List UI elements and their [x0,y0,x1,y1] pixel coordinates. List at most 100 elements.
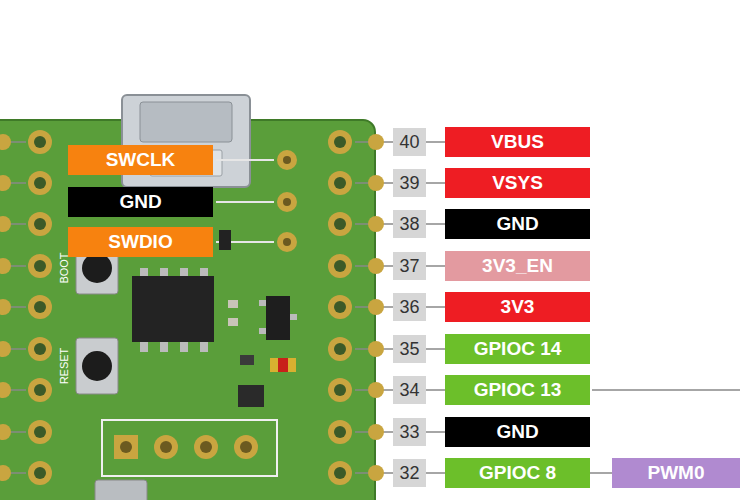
pin-number: 36 [393,293,426,321]
pin-number: 38 [393,210,426,238]
node-text: VSYS [492,172,543,194]
castellation [368,216,384,232]
node-text: GND [119,191,161,213]
pin-connector [590,472,612,474]
silkscreen-label: BOOT [58,252,70,283]
castellation [368,424,384,440]
node-text: GND [496,421,538,443]
castellation [0,299,11,315]
pin-pad [328,337,352,361]
pin-hole [334,343,346,355]
debug-pad [277,232,297,252]
node-text: 39 [399,173,419,194]
pin-pad [28,295,52,319]
castellation [0,341,11,357]
header-pad [154,435,178,459]
boot-button-cap [82,253,112,283]
regulator [266,296,290,340]
pin-name: 3V3_EN [445,251,590,281]
node-text: 40 [399,132,419,153]
pin-pad [328,212,352,236]
castellation [0,134,11,150]
pin-pad [328,378,352,402]
pin-name: GPIOC 13 [445,375,590,405]
node-text: SWCLK [106,149,176,171]
header-outline [102,420,277,476]
pin-name: 3V3 [445,292,590,322]
debug-pad-hole [283,156,291,164]
pin-connector [426,306,445,308]
pin-name: VSYS [445,168,590,198]
pin-hole [34,301,46,313]
pin-hole [34,467,46,479]
debug-label: SWCLK [68,145,213,175]
pin-pad [28,212,52,236]
crystal [95,480,147,500]
pin-name: VBUS [445,127,590,157]
node-text: 37 [399,256,419,277]
pin-pad [28,420,52,444]
node-text: GPIOC 14 [474,338,562,360]
castellation [0,382,11,398]
reset-button [76,338,118,394]
node-text: GPIOC 13 [474,379,562,401]
pin-pad [28,254,52,278]
pin-pad [328,420,352,444]
reset-button-cap [82,351,112,381]
castellation [0,465,11,481]
pin-hole [334,301,346,313]
pin-number: 33 [393,418,426,446]
pin-pad [28,130,52,154]
pin-number: 40 [393,128,426,156]
flash-chip [132,268,214,352]
pin-number: 37 [393,252,426,280]
pin-connector [426,141,445,143]
header-pad [114,435,138,459]
castellation [368,175,384,191]
debug-label: GND [68,187,213,217]
smd-part [219,230,231,250]
pin-hole [34,218,46,230]
pin-pad [28,337,52,361]
debug-pad-hole [283,198,291,206]
function-label: PWM0 [612,458,740,488]
castellation [0,216,11,232]
pin-number: 35 [393,335,426,363]
pin-name: GPIOC 8 [445,458,590,488]
pin-hole [34,384,46,396]
pin-connector [426,182,445,184]
pin-pad [28,378,52,402]
header-pad [234,435,258,459]
pin-pad [328,130,352,154]
pin-pad [328,295,352,319]
pin-hole [334,467,346,479]
debug-label: SWDIO [68,227,213,257]
pin-number: 32 [393,459,426,487]
pin-name: GND [445,209,590,239]
pin-number: 39 [393,169,426,197]
led [270,358,296,372]
edge-pads [0,130,393,485]
pin-hole [34,426,46,438]
castellation [368,382,384,398]
pin-pad [328,171,352,195]
node-text: 33 [399,422,419,443]
pin-hole [34,136,46,148]
castellation [0,175,11,191]
node-text: PWM0 [648,462,705,484]
pin-hole [34,260,46,272]
silkscreen-label: RESET [58,348,70,385]
pin-connector [426,389,445,391]
pin-name: GND [445,417,590,447]
pin-pad [328,254,352,278]
pin-connector [426,348,445,350]
header-pad [194,435,218,459]
debug-pad [277,192,297,212]
pin-number: 34 [393,376,426,404]
node-text: 3V3_EN [482,255,553,277]
castellation [368,299,384,315]
node-text: GND [496,213,538,235]
pin-hole [334,177,346,189]
